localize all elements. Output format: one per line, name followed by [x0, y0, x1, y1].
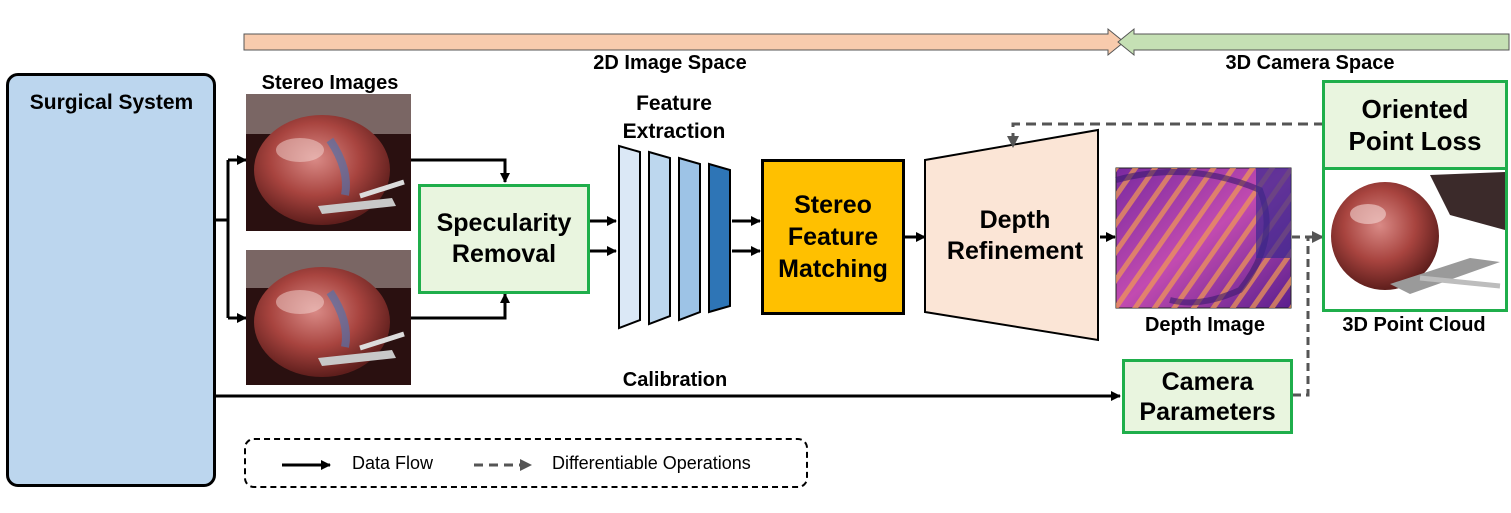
stereo-image-right [246, 250, 411, 385]
encoder-layers [618, 144, 731, 330]
stereo-image-left [246, 94, 411, 231]
legend-data-flow-label: Data Flow [352, 453, 434, 473]
oriented-point-loss-line1: Oriented [1361, 94, 1469, 124]
camera-space-label: 3D Camera Space [1225, 51, 1395, 74]
specularity-removal-line2: Removal [451, 240, 557, 268]
stereo-matching-line3: Matching [778, 255, 888, 283]
feature-extraction-line2: Extraction [622, 120, 726, 143]
point-cloud-label: 3D Point Cloud [1342, 313, 1486, 336]
loss-feedback-dashed-arrow [1007, 122, 1324, 148]
extraction-to-matching-connectors [732, 216, 761, 256]
depth-refinement-line1: Depth [979, 206, 1051, 234]
camera-to-pointcloud-dashed-line [1293, 237, 1310, 397]
camera-parameters-line2: Parameters [1139, 397, 1276, 426]
stereo-to-specularity-connectors [411, 158, 510, 320]
stereo-images-label: Stereo Images [261, 71, 399, 94]
surgical-system-panel [6, 73, 216, 487]
camera-parameters-box: Camera Parameters [1122, 359, 1293, 434]
feature-extraction-title: Feature Extraction [604, 90, 744, 146]
specularity-removal-line1: Specularity [436, 209, 572, 237]
encoder-layer-4 [708, 162, 731, 314]
surgical-system-title: Surgical System [29, 91, 194, 114]
image-space-label: 2D Image Space [593, 51, 747, 74]
depth-image [1115, 167, 1292, 309]
oriented-point-loss-line2: Point Loss [1348, 126, 1482, 156]
legend-box [244, 438, 808, 488]
depth-refinement-label: Depth Refinement [930, 202, 1100, 270]
depth-image-label: Depth Image [1144, 313, 1266, 336]
image-space-arrow [243, 27, 1125, 57]
feature-extraction-line1: Feature [636, 92, 712, 115]
point-cloud-frame [1322, 168, 1508, 312]
legend-differentiable-label: Differentiable Operations [552, 453, 751, 473]
camera-space-arrow [1117, 27, 1510, 57]
stereo-matching-line1: Stereo [794, 191, 872, 219]
depth-refinement-line2: Refinement [946, 237, 1084, 265]
stereo-feature-matching-box: Stereo Feature Matching [761, 159, 905, 315]
oriented-point-loss-box: Oriented Point Loss [1322, 80, 1508, 170]
point-cloud-image [1325, 171, 1506, 309]
camera-parameters-line1: Camera [1161, 367, 1254, 396]
specularity-to-extraction-connectors [590, 216, 617, 256]
encoder-layer-1 [618, 144, 641, 330]
encoder-layer-2 [648, 150, 671, 326]
encoder-layer-3 [678, 156, 701, 322]
depth-refinement-shape [924, 128, 1099, 342]
specularity-removal-box: Specularity Removal [418, 184, 590, 294]
calibration-label: Calibration [622, 368, 728, 391]
stereo-matching-line2: Feature [787, 223, 879, 251]
